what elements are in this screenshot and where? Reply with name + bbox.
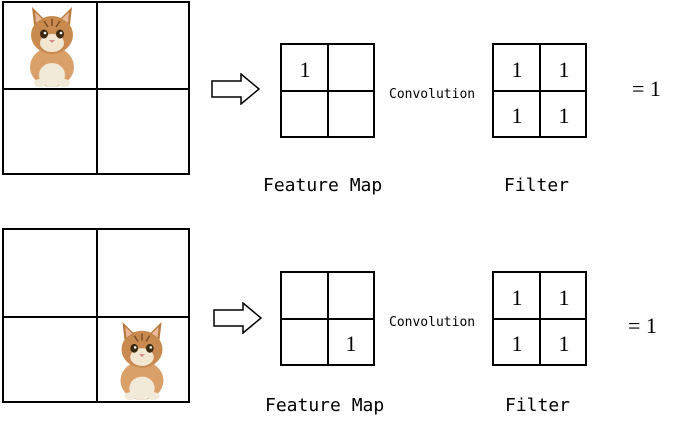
feature-map-caption: Feature Map <box>263 175 383 196</box>
filter-cell-top-left: 1 <box>511 285 523 310</box>
result-label: = 1 <box>628 313 657 338</box>
feature-map-grid-bottom: 1 <box>280 271 375 366</box>
convolution-label: Convolution <box>389 315 476 330</box>
filter-grid-top: 1 1 1 1 <box>492 43 587 138</box>
filter-cell-bottom-right: 1 <box>558 103 570 128</box>
feature-map-grid-top: 1 <box>280 43 375 138</box>
right-arrow-icon <box>213 302 263 334</box>
input-grid-top <box>2 1 190 175</box>
feature-map-caption: Feature Map <box>265 395 385 416</box>
filter-cell-bottom-left: 1 <box>511 331 523 356</box>
filter-cell-bottom-left: 1 <box>511 103 523 128</box>
result-label: = 1 <box>632 76 661 101</box>
filter-caption: Filter <box>505 395 571 416</box>
convolution-label: Convolution <box>389 87 476 102</box>
input-grid-bottom <box>2 228 190 403</box>
right-arrow-icon <box>211 73 261 105</box>
kitten-image <box>120 321 164 401</box>
feature-map-cell-top-left: 1 <box>299 57 311 82</box>
filter-cell-top-left: 1 <box>511 57 523 82</box>
filter-grid-bottom: 1 1 1 1 <box>492 271 587 366</box>
filter-cell-top-right: 1 <box>558 285 570 310</box>
kitten-image <box>30 7 74 87</box>
filter-cell-top-right: 1 <box>558 57 570 82</box>
feature-map-cell-bottom-right: 1 <box>345 331 357 356</box>
filter-caption: Filter <box>504 175 570 196</box>
filter-cell-bottom-right: 1 <box>558 331 570 356</box>
